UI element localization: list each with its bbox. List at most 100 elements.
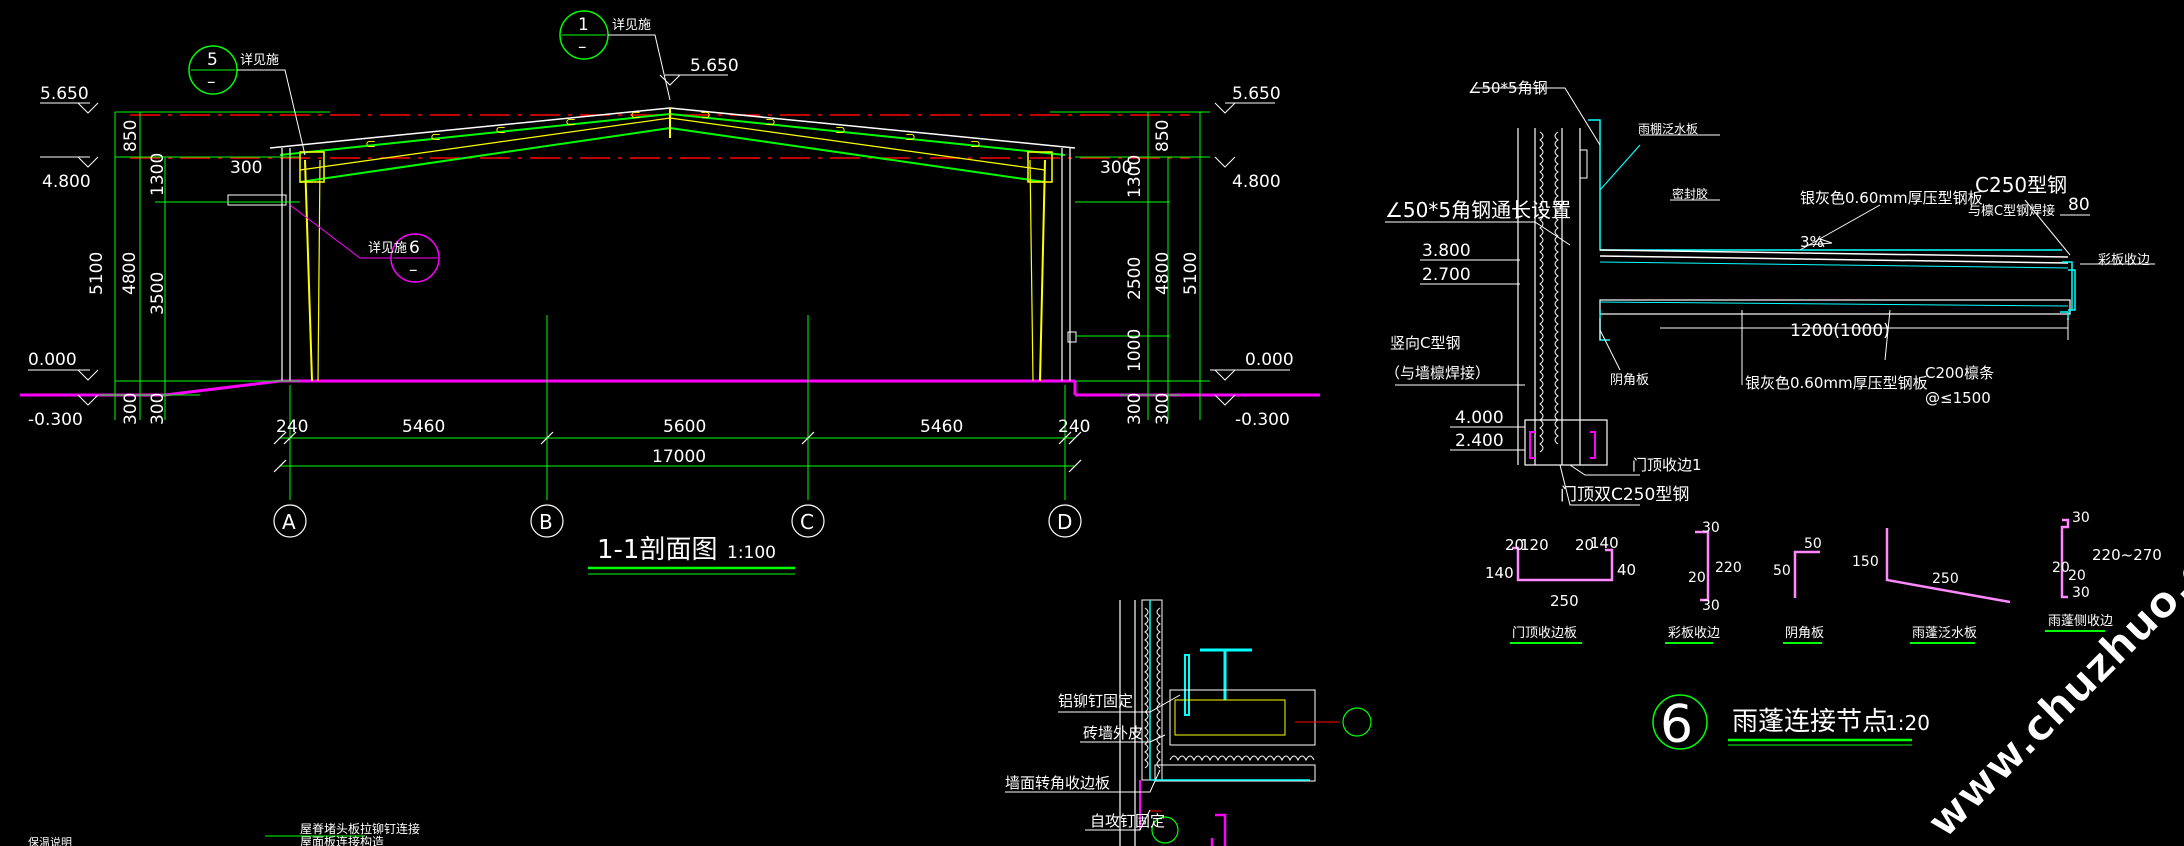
dim-300a-right: 300 [1125, 393, 1145, 425]
elev-3800: 3.800 [1422, 241, 1471, 261]
svg-text:⊃: ⊃ [700, 108, 711, 123]
label-door-c250: 门顶双C250型钢 [1560, 485, 1689, 505]
column-right [1039, 159, 1046, 382]
trim-5-name: 雨蓬侧收边 [2048, 614, 2113, 629]
dim-300-left-side: 300 [230, 158, 262, 178]
dim-850-right: 850 [1153, 120, 1173, 152]
dim-300-right-side: 300 [1100, 158, 1132, 178]
dim-300a-left: 300 [121, 393, 141, 425]
axis-a: A [282, 510, 296, 534]
trim-1-name: 门顶收边板 [1512, 626, 1577, 641]
svg-text:140: 140 [1485, 564, 1514, 582]
svg-text:1: 1 [578, 15, 589, 35]
left-vertical-dims: 850 1300 5100 4800 3500 300 300 300 [87, 111, 330, 425]
canopy-detail: ∠50*5角钢 雨棚泛水板 密封胶 银灰色0.60mm厚压型钢板 C250型钢 … [1385, 79, 2162, 755]
trim-2-name: 彩板收边 [1668, 626, 1720, 641]
label-flashing: 雨棚泛水板 [1638, 121, 1698, 136]
dim-5460-right: 5460 [920, 417, 963, 437]
svg-text:20: 20 [2068, 568, 2086, 584]
svg-text:50: 50 [1804, 536, 1822, 552]
elev-4800-left: 4.800 [42, 172, 91, 192]
elev-m0300-right: -0.300 [1235, 410, 1290, 430]
dim-240-right: 240 [1058, 417, 1090, 437]
svg-text:–: – [409, 260, 418, 280]
label-angle-full: ∠50*5角钢通长设置 [1385, 198, 1571, 222]
callout-1: 1 – 详见施 [559, 10, 671, 101]
dim-5600: 5600 [663, 417, 706, 437]
dim-2500-right: 2500 [1125, 257, 1145, 300]
label-c200: C200檩条 [1925, 364, 1994, 382]
label-slope: 3% [1800, 233, 1824, 251]
svg-text:30: 30 [2072, 510, 2090, 526]
label-vert-c-note: （与墙檩焊接） [1385, 364, 1490, 382]
svg-text:⊃: ⊃ [905, 130, 916, 145]
canopy-title: 6 雨蓬连接节点 1:20 [1652, 694, 1930, 755]
trim-3-name: 阴角板 [1785, 626, 1824, 641]
elev-4800-right: 4.800 [1232, 172, 1281, 192]
elev-2700: 2.700 [1422, 265, 1471, 285]
svg-text:⊃: ⊃ [765, 115, 776, 130]
right-elevations: 5.650 4.800 0.000 -0.300 [1210, 84, 1294, 430]
label-sealant: 密封胶 [1672, 186, 1708, 201]
section-scale: 1:100 [727, 543, 776, 563]
label-d80: 80 [2068, 195, 2090, 215]
dim-300b-left: 300 [148, 393, 168, 425]
label-top-sheet: 银灰色0.60mm厚压型钢板 [1800, 189, 1983, 207]
section-drawing: ⊂ ⊂ ⊂ ⊂ ⊂ ⊃ ⊃ ⊃ ⊃ ⊃ [20, 10, 1320, 575]
label-vert-c: 竖向C型钢 [1390, 334, 1460, 352]
svg-text:40: 40 [1617, 561, 1636, 579]
dim-1300-right: 1300 [1125, 155, 1145, 198]
axis-bubbles: A B C D [273, 504, 1082, 538]
dim-5100-right: 5100 [1181, 252, 1201, 295]
note-2: 屋面板连接构造 [300, 834, 384, 846]
elev-m0300-left: -0.300 [28, 410, 83, 430]
label-rivet: 铝铆钉固定 [1058, 692, 1133, 710]
dim-1300-left: 1300 [148, 153, 168, 196]
canopy-title-text: 雨蓬连接节点 [1732, 707, 1888, 737]
label-screw: 自攻钉固定 [1090, 812, 1165, 830]
svg-text:250: 250 [1550, 592, 1579, 610]
dim-1000-right: 1000 [1125, 329, 1145, 372]
svg-text:⊂: ⊂ [565, 115, 576, 130]
dim-4800-left: 4800 [120, 252, 140, 295]
purlins: ⊂ ⊂ ⊂ ⊂ ⊂ ⊃ ⊃ ⊃ ⊃ ⊃ [365, 108, 981, 152]
dim-850-left: 850 [121, 120, 141, 152]
svg-text:30: 30 [1702, 598, 1720, 614]
svg-text:保温说明: 保温说明 [28, 835, 72, 846]
elev-ridge: 5.650 [690, 56, 739, 76]
svg-text:220: 220 [1715, 560, 1742, 576]
label-corner: 阴角板 [1610, 373, 1649, 388]
svg-text:20: 20 [1688, 570, 1706, 586]
dim-17000: 17000 [652, 447, 706, 467]
elev-2400: 2.400 [1455, 431, 1504, 451]
dim-300b-right: 300 [1153, 393, 1173, 425]
label-angle-top: ∠50*5角钢 [1468, 79, 1548, 97]
right-vertical-dims: 850 1300 2500 4800 5100 1000 300 300 300 [1050, 111, 1210, 425]
label-c200-spacing: @≤1500 [1925, 389, 1991, 407]
svg-text:150: 150 [1852, 554, 1879, 570]
svg-text:详见施: 详见施 [240, 53, 279, 68]
svg-text:30: 30 [2072, 585, 2090, 601]
svg-text:20: 20 [2052, 560, 2070, 576]
dim-3500-left: 3500 [148, 272, 168, 315]
svg-text:⊂: ⊂ [365, 137, 376, 152]
axis-c: C [800, 510, 814, 534]
svg-text:220~270: 220~270 [2092, 546, 2162, 564]
svg-text:⊃: ⊃ [835, 123, 846, 138]
svg-text:250: 250 [1932, 571, 1959, 587]
elev-5650-right: 5.650 [1232, 84, 1281, 104]
trim-profiles: 20 120 20 140 140 40 250 门顶收边板 30 20 220… [1485, 510, 2162, 644]
left-elevations: 5.650 4.800 0.000 -0.300 [28, 84, 99, 430]
label-c250: C250型钢 [1975, 173, 2067, 197]
elev-4000: 4.000 [1455, 408, 1504, 428]
label-door-trim1: 门顶收边1 [1632, 456, 1702, 474]
svg-text:5: 5 [207, 50, 218, 70]
trim-4-name: 雨蓬泛水板 [1912, 626, 1977, 641]
label-bottom-sheet: 银灰色0.60mm厚压型钢板 [1745, 374, 1928, 392]
elev-0000-right: 0.000 [1245, 350, 1294, 370]
canopy-title-scale: 1:20 [1885, 711, 1930, 735]
axis-b: B [539, 510, 553, 534]
note-1: 屋脊堵头板拉铆钉连接 [300, 821, 420, 836]
svg-text:20: 20 [1505, 536, 1524, 554]
svg-text:50: 50 [1773, 563, 1791, 579]
